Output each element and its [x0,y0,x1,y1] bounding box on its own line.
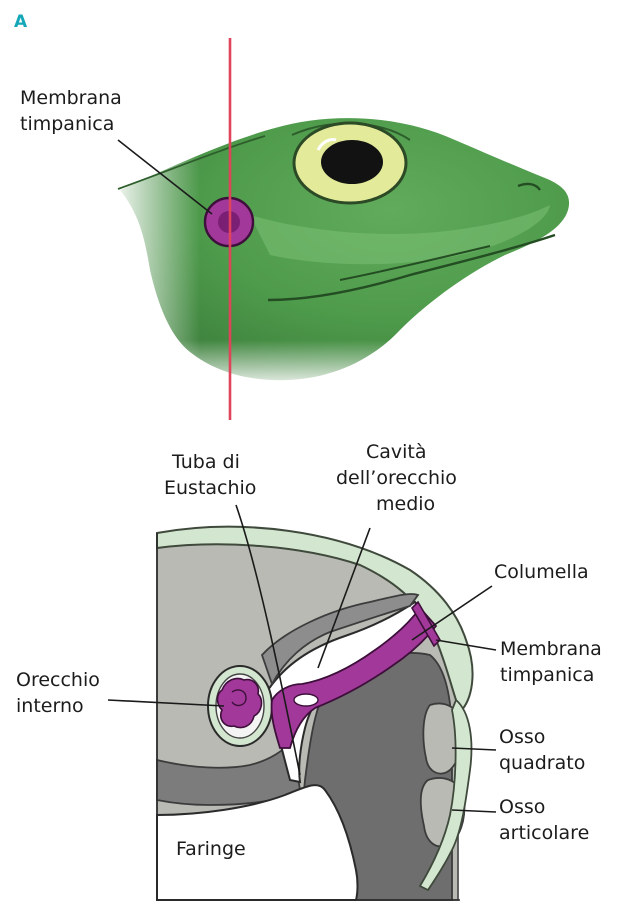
label-osso-quadrato: Osso quadrato [499,726,585,774]
svg-text:dell’orecchio: dell’orecchio [336,467,457,489]
panel-letter: A [14,12,28,32]
label-membrana-timpanica-section: Membrana timpanica [500,638,602,686]
svg-text:Orecchio: Orecchio [16,669,100,691]
label-columella: Columella [494,561,589,583]
svg-text:Osso: Osso [499,726,545,748]
label-faringe: Faringe [176,838,246,860]
frog-pupil [321,140,383,184]
svg-text:Osso: Osso [499,796,545,818]
throat-fade [150,340,450,390]
label-osso-articolare: Osso articolare [499,796,589,844]
frog-head-illustration [110,38,569,420]
svg-text:Membrana: Membrana [20,87,122,109]
svg-text:medio: medio [376,493,435,515]
svg-text:quadrato: quadrato [499,752,585,774]
svg-text:Membrana: Membrana [500,638,602,660]
svg-text:interno: interno [16,695,84,717]
label-cavita-orecchio-medio: Cavità dell’orecchio medio [336,441,457,515]
label-tuba-di-eustachio: Tuba di Eustachio [164,451,256,499]
label-membrana-timpanica-head: Membrana timpanica [20,87,122,135]
svg-text:timpanica: timpanica [500,664,594,686]
svg-text:articolare: articolare [499,822,589,844]
svg-text:timpanica: timpanica [20,113,114,135]
label-orecchio-interno: Orecchio interno [16,669,100,717]
svg-text:Tuba di: Tuba di [171,451,240,473]
columella-foramen [294,694,318,706]
svg-text:Cavità: Cavità [366,441,427,463]
svg-text:Eustachio: Eustachio [164,477,256,499]
